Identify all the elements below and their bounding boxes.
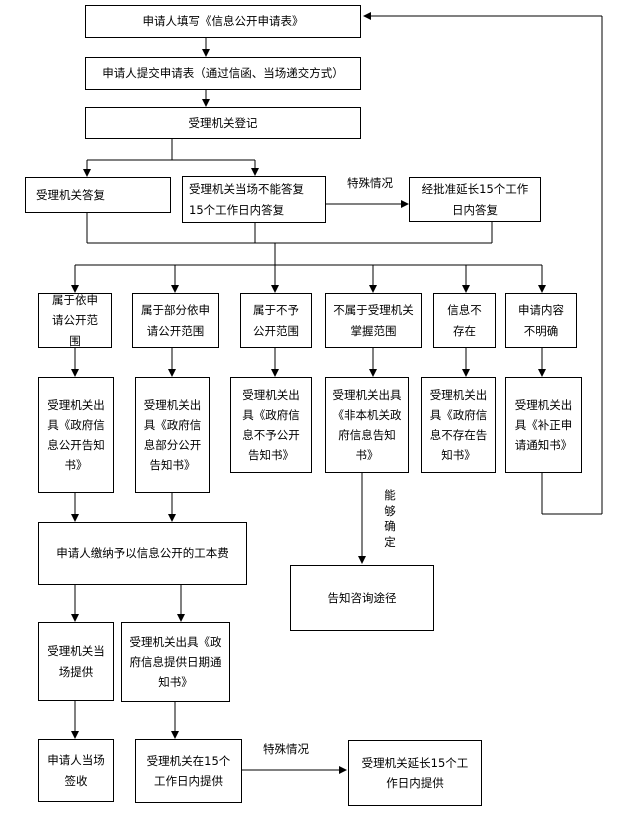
node-inform-consult: 告知咨询途径: [290, 565, 434, 631]
label-special-case-top: 特殊情况: [347, 176, 393, 190]
node-category-unclear: 申请内容不明确: [505, 293, 577, 348]
node-provide-date-notice: 受理机关出具《政府信息提供日期通知书》: [121, 622, 230, 702]
node-submit-form: 申请人提交申请表（通过信函、当场递交方式）: [85, 57, 361, 90]
node-extend-15-days: 经批准延长15个工作日内答复: [409, 177, 541, 222]
label-can-determine: 能够确定: [384, 488, 396, 549]
node-notice-supplement: 受理机关出具《补正申请通知书》: [505, 377, 582, 473]
node-category-not-held: 不属于受理机关掌握范围: [325, 293, 422, 348]
node-reply: 受理机关答复: [25, 177, 171, 213]
node-notice-withheld: 受理机关出具《政府信息不予公开告知书》: [230, 377, 312, 473]
node-notice-open: 受理机关出具《政府信息公开告知书》: [38, 377, 114, 493]
node-reply-15-days: 受理机关当场不能答复 15个工作日内答复: [182, 176, 326, 223]
node-pay-fee: 申请人缴纳予以信息公开的工本费: [38, 522, 247, 585]
node-extend-provide: 受理机关延长15个工作日内提供: [348, 740, 482, 806]
node-fill-form: 申请人填写《信息公开申请表》: [85, 5, 361, 38]
node-sign-onsite: 申请人当场签收: [38, 739, 114, 802]
node-notice-not-held: 受理机关出具《非本机关政府信息告知书》: [325, 377, 409, 473]
node-category-withheld: 属于不予公开范围: [240, 293, 312, 348]
node-provide-onsite: 受理机关当场提供: [38, 622, 114, 701]
node-category-not-exist: 信息不存在: [433, 293, 496, 348]
label-special-case-bottom: 特殊情况: [263, 742, 309, 756]
node-notice-not-exist: 受理机关出具《政府信息不存在告知书》: [421, 377, 496, 473]
node-category-open: 属于依申请公开范围: [38, 293, 112, 348]
node-notice-partial: 受理机关出具《政府信息部分公开告知书》: [135, 377, 210, 493]
node-category-partial: 属于部分依申请公开范围: [132, 293, 219, 348]
node-provide-15-days: 受理机关在15个工作日内提供: [135, 739, 242, 803]
node-register: 受理机关登记: [85, 107, 361, 139]
